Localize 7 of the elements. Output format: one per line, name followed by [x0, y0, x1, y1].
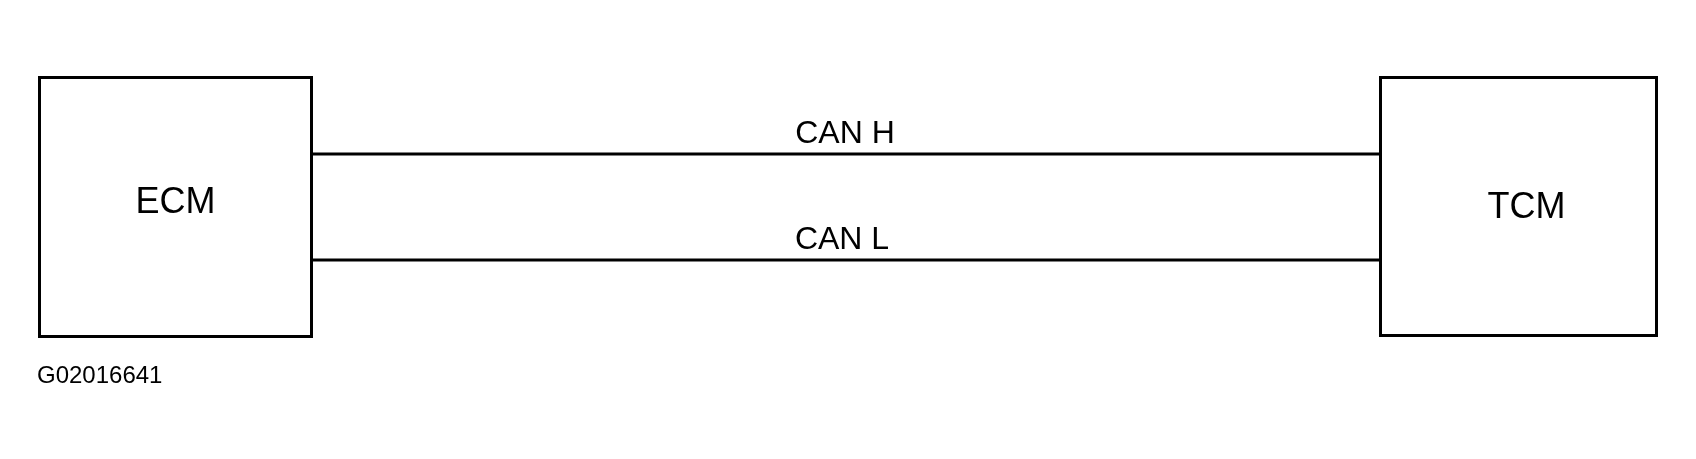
module-box — [38, 76, 313, 338]
wire-line — [313, 258, 1379, 262]
module-box — [1379, 76, 1658, 337]
figure-id-label: G02016641 — [37, 363, 163, 387]
wire-line — [313, 152, 1379, 156]
module-name: TCM — [1487, 187, 1566, 224]
module-name: ECM — [135, 183, 216, 219]
